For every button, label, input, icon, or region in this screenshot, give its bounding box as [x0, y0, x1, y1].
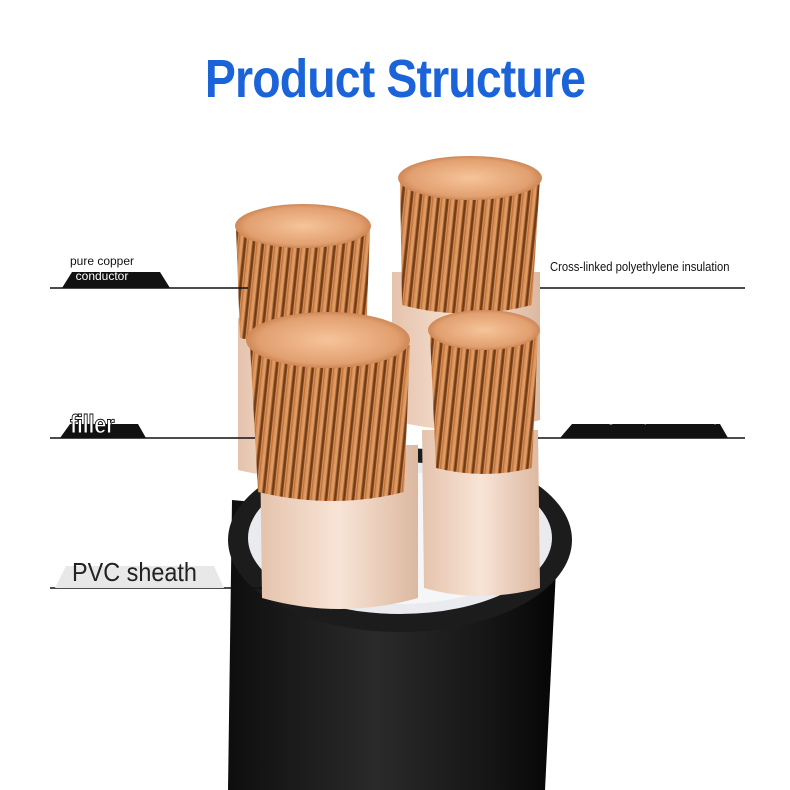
label-pure-copper-conductor: pure copper conductor	[62, 254, 142, 284]
label-xlpe-insulation: Cross-linked polyethylene insulation	[550, 260, 730, 274]
label-color-strip: Insulating waterproof color strip	[567, 411, 720, 425]
label-pvc-sheath: PVC sheath	[72, 557, 197, 587]
label-copper-line2: conductor	[75, 269, 129, 283]
page-title: Product Structure	[204, 49, 586, 109]
core-front-right	[422, 310, 540, 596]
core-front-left	[246, 312, 418, 609]
label-copper-line1: pure copper	[69, 254, 135, 268]
label-tabs	[55, 272, 728, 588]
label-filler: filler	[70, 409, 115, 440]
